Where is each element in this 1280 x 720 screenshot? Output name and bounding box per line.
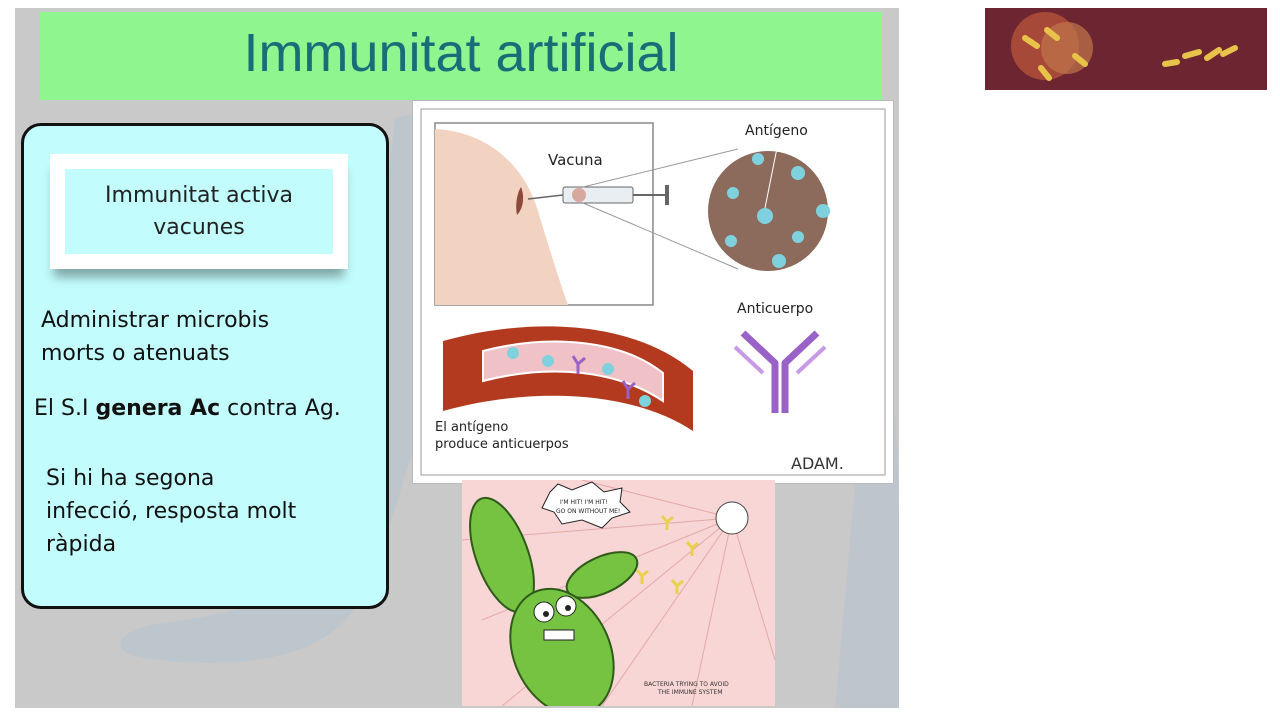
speech-line-1: I'M HIT! I'M HIT! [560,499,608,506]
syringe-icon [527,185,669,205]
vaccine-drawing: Vacuna Antígeno El antígeno [420,108,886,476]
antibody-icon [733,330,827,413]
cartoon-caption-line-1: BACTERIA TRYING TO AVOID [644,681,729,688]
slide: Immunitat artificial Immunitat activa va… [15,8,899,708]
subtitle-line-2: vacunes [153,214,245,240]
cartoon-caption-line-2: THE IMMUNE SYSTEM [657,689,723,696]
point-administer-line-2: morts o atenuats [41,341,230,366]
point-second-line-2: infecció, resposta molt [46,499,297,524]
point-second-line-3: ràpida [46,532,117,557]
slide-title: Immunitat artificial [243,23,679,83]
vaccine-illustration: Vacuna Antígeno El antígeno [412,100,894,484]
bacteria-cartoon: I'M HIT! I'M HIT! GO ON WITHOUT ME! BACT… [461,479,776,708]
label-antigen: Antígeno [745,123,808,139]
subtitle-box: Immunitat activa vacunes [65,169,333,254]
subtitle-card: Immunitat activa vacunes [50,154,348,269]
point-generates-pre: El S.I [34,396,96,421]
caption-line-1: El antígeno [435,420,508,435]
point-second-line-1: Si hi ha segona [46,466,215,491]
point-generates: El S.I genera Ac contra Ag. [34,392,341,425]
point-generates-bold: genera Ac [95,396,221,421]
point-administer-line-1: Administrar microbis [41,308,270,333]
speech-bubble [541,481,631,529]
title-bar: Immunitat artificial [40,12,882,100]
label-vaccine: Vacuna [548,151,603,169]
text-panel: Immunitat activa vacunes Administrar mic… [21,123,389,609]
bacterium-fleeing [565,551,639,599]
corner-bacteria-image [985,8,1267,90]
subtitle-line-1: Immunitat activa [105,182,293,208]
speech-line-2: GO ON WITHOUT ME! [556,508,620,515]
corner-bacteria-drawing [985,8,1267,90]
point-administer: Administrar microbis morts o atenuats [41,304,269,370]
adam-logo: ADAM. [791,454,844,473]
caption-line-2: produce anticuerpos [435,437,569,452]
point-generates-post: contra Ag. [220,396,341,421]
cartoon-drawing: I'M HIT! I'M HIT! GO ON WITHOUT ME! BACT… [461,479,776,708]
antibody-swarm [635,515,699,594]
label-antibody: Anticuerpo [737,301,813,317]
point-second-infection: Si hi ha segona infecció, resposta molt … [46,462,296,561]
immune-cell [715,501,749,535]
bacterium-large [509,587,615,708]
